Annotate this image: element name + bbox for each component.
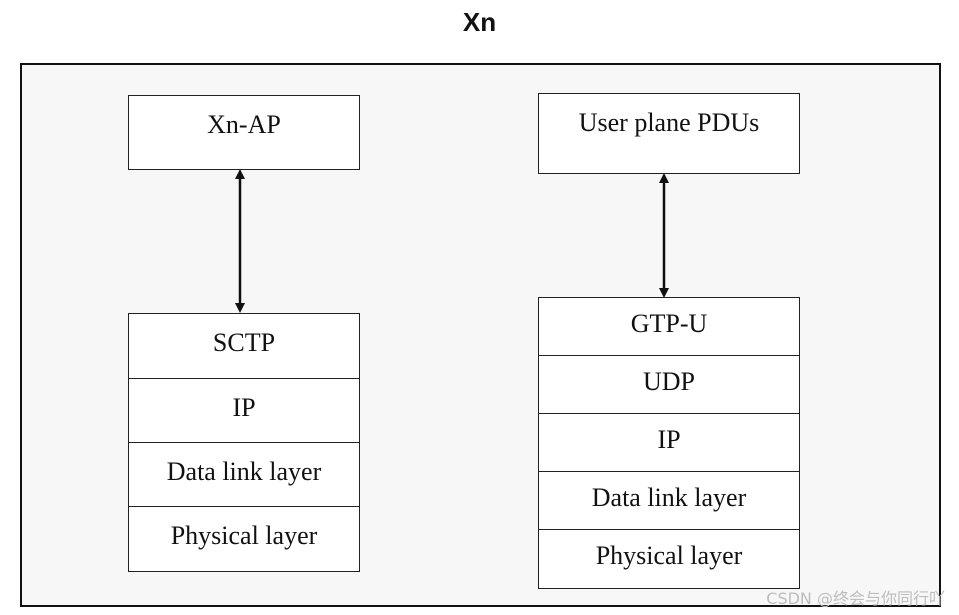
ip-layer: IP bbox=[539, 414, 799, 472]
user-plane-pdus-label: User plane PDUs bbox=[578, 108, 760, 137]
sctp-layer: SCTP bbox=[129, 314, 359, 379]
ip-layer: IP bbox=[129, 379, 359, 443]
data-link-layer: Data link layer bbox=[129, 443, 359, 507]
physical-layer: Physical layer bbox=[595, 540, 743, 570]
watermark-text: CSDN @终会与你同行吖 bbox=[766, 589, 945, 608]
diagram-title: Xn bbox=[462, 7, 497, 37]
udp-layer: UDP bbox=[539, 356, 799, 414]
physical-layer: Physical layer bbox=[170, 520, 318, 550]
user-plane-pdus-box: User plane PDUs bbox=[538, 93, 800, 174]
user-plane-stack: GTP-U UDP IP Data link layer Physical la… bbox=[538, 297, 800, 589]
data-link-layer: Data link layer bbox=[539, 472, 799, 530]
gtp-u-layer: GTP-U bbox=[539, 298, 799, 356]
xn-ap-label: Xn-AP bbox=[207, 110, 281, 139]
control-plane-stack: SCTP IP Data link layer Physical layer bbox=[128, 313, 360, 572]
